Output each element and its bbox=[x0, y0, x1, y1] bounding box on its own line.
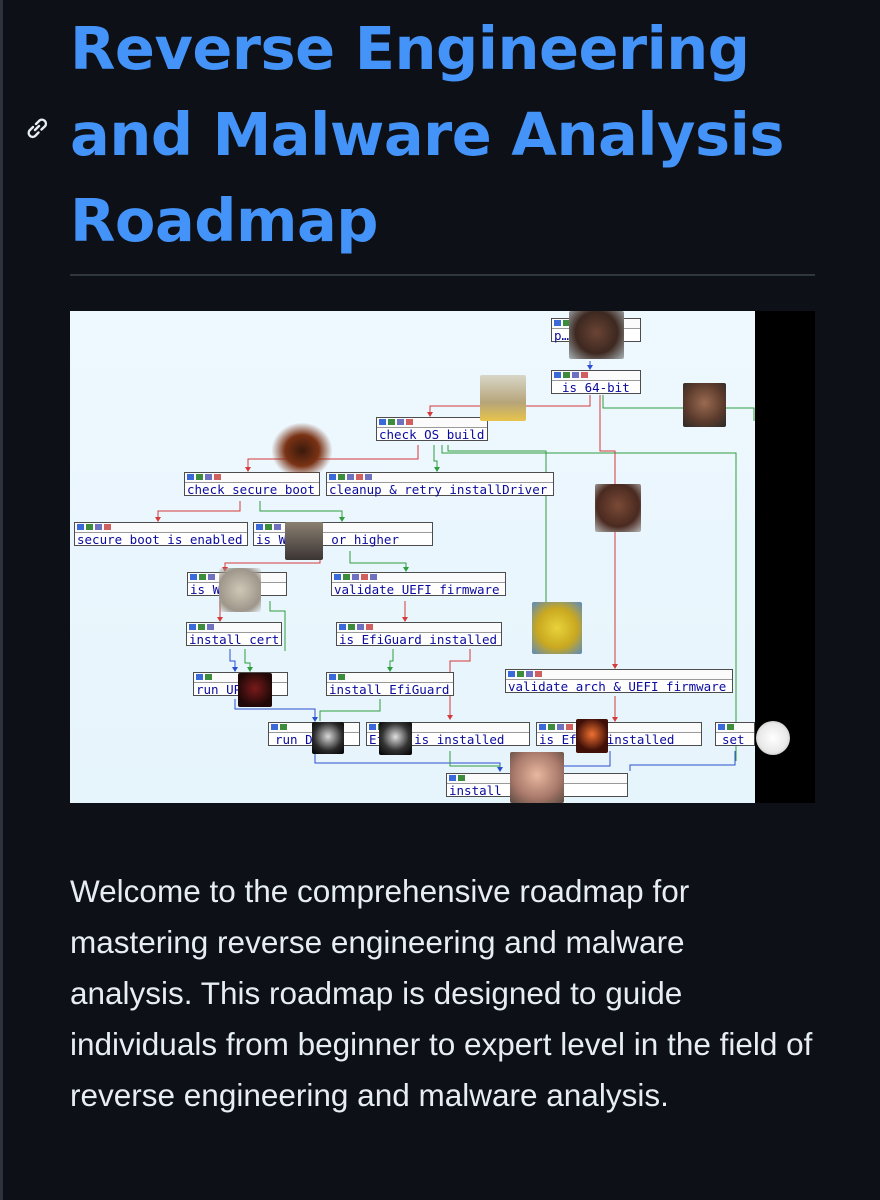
node-set-label: set bbox=[722, 732, 745, 747]
link-icon[interactable] bbox=[22, 113, 52, 143]
heading-line-3: Roadmap bbox=[70, 186, 379, 255]
sticker-dark-face-3 bbox=[379, 722, 412, 755]
left-border bbox=[0, 0, 3, 1200]
sticker-dark-face-1 bbox=[238, 673, 272, 707]
node-install-cert: install cert bbox=[186, 622, 282, 646]
edge-win10-uefi bbox=[349, 551, 407, 571]
sticker-person bbox=[285, 522, 323, 560]
edge-cert-runup bbox=[229, 649, 236, 671]
node-windows-10: is W s 10 or higher bbox=[253, 522, 433, 546]
sticker-statue bbox=[219, 568, 261, 612]
roadmap-flowchart-image: p…e is 64-bit check OS build check secur… bbox=[70, 311, 815, 803]
sticker-face-2 bbox=[683, 383, 726, 427]
heading-line-2: and Malware Analysis bbox=[70, 100, 784, 169]
node-check-secure-boot: check secure boot bbox=[184, 472, 320, 496]
flowchart-edges bbox=[155, 361, 755, 772]
edge-install-rundx bbox=[319, 699, 381, 721]
edge-osbuild-cleanup bbox=[433, 445, 438, 471]
sticker-troll-face bbox=[756, 721, 790, 755]
sticker-room-emoji bbox=[480, 375, 526, 421]
node-efiguard-check-label: is EfiGuard installed bbox=[339, 632, 498, 647]
sticker-face-3 bbox=[595, 484, 641, 532]
node-cleanup-retry: cleanup & retry installDriver bbox=[326, 472, 554, 496]
node-validate-arch-label: validate arch & UEFI firmware bbox=[508, 679, 727, 694]
node-is-64-bit-label: is 64-bit bbox=[562, 380, 630, 395]
edge-osbuild-right bbox=[441, 445, 737, 761]
page-heading: Reverse Engineering and Malware Analysis… bbox=[70, 6, 860, 264]
node-install-efiguard: install EfiGuard bbox=[326, 672, 454, 696]
sticker-face-1 bbox=[569, 311, 624, 359]
node-efiguard-check: is EfiGuard installed bbox=[336, 622, 502, 646]
node-windows-10-label: is W s 10 or higher bbox=[256, 532, 399, 547]
node-validate-arch: validate arch & UEFI firmware bbox=[505, 669, 733, 693]
edge-runup-rundx bbox=[234, 699, 316, 721]
edge-efiguard-install bbox=[389, 649, 394, 671]
node-install-cert-label: install cert bbox=[189, 632, 280, 647]
node-cleanup-retry-label: cleanup & retry installDriver bbox=[329, 482, 548, 497]
node-secure-boot-enabled: secure boot is enabled bbox=[74, 522, 248, 546]
node-secure-boot-enabled-label: secure boot is enabled bbox=[77, 532, 243, 547]
sticker-dark-face-2 bbox=[312, 722, 344, 754]
edge-osbuild-efiguard bbox=[447, 445, 547, 608]
sticker-monster bbox=[272, 423, 332, 473]
sticker-fire-face bbox=[576, 719, 608, 753]
node-check-os-build: check OS build bbox=[376, 417, 488, 441]
sticker-face-4 bbox=[510, 752, 564, 803]
edge-secureboot-win10 bbox=[259, 501, 343, 521]
image-black-margin bbox=[755, 311, 815, 803]
node-install-efiguard-label: install EfiGuard bbox=[329, 682, 450, 697]
node-check-os-build-label: check OS build bbox=[379, 427, 485, 442]
edge-set-drivers bbox=[629, 751, 736, 771]
node-set: set bbox=[715, 722, 755, 746]
node-is-64-bit: is 64-bit bbox=[551, 370, 641, 394]
node-validate-uefi: validate UEFI firmware bbox=[331, 572, 506, 596]
heading-divider bbox=[70, 274, 815, 276]
node-validate-uefi-label: validate UEFI firmware bbox=[334, 582, 500, 597]
edge-win7-right bbox=[269, 601, 286, 651]
edge-osbuild-secureboot bbox=[247, 445, 419, 471]
edge-secureboot-sbenabled bbox=[157, 501, 241, 521]
edge-64bit-arch bbox=[599, 395, 616, 668]
edge-efi1-drivers bbox=[449, 751, 501, 771]
heading-line-1: Reverse Engineering bbox=[70, 14, 750, 83]
sticker-sponge bbox=[532, 602, 582, 654]
node-is-efiguard-installed: is Ef rd installed bbox=[536, 722, 702, 746]
intro-paragraph: Welcome to the comprehensive roadmap for… bbox=[70, 873, 813, 1113]
edge-64bit-right bbox=[602, 395, 755, 421]
node-check-secure-boot-label: check secure boot bbox=[187, 482, 315, 497]
